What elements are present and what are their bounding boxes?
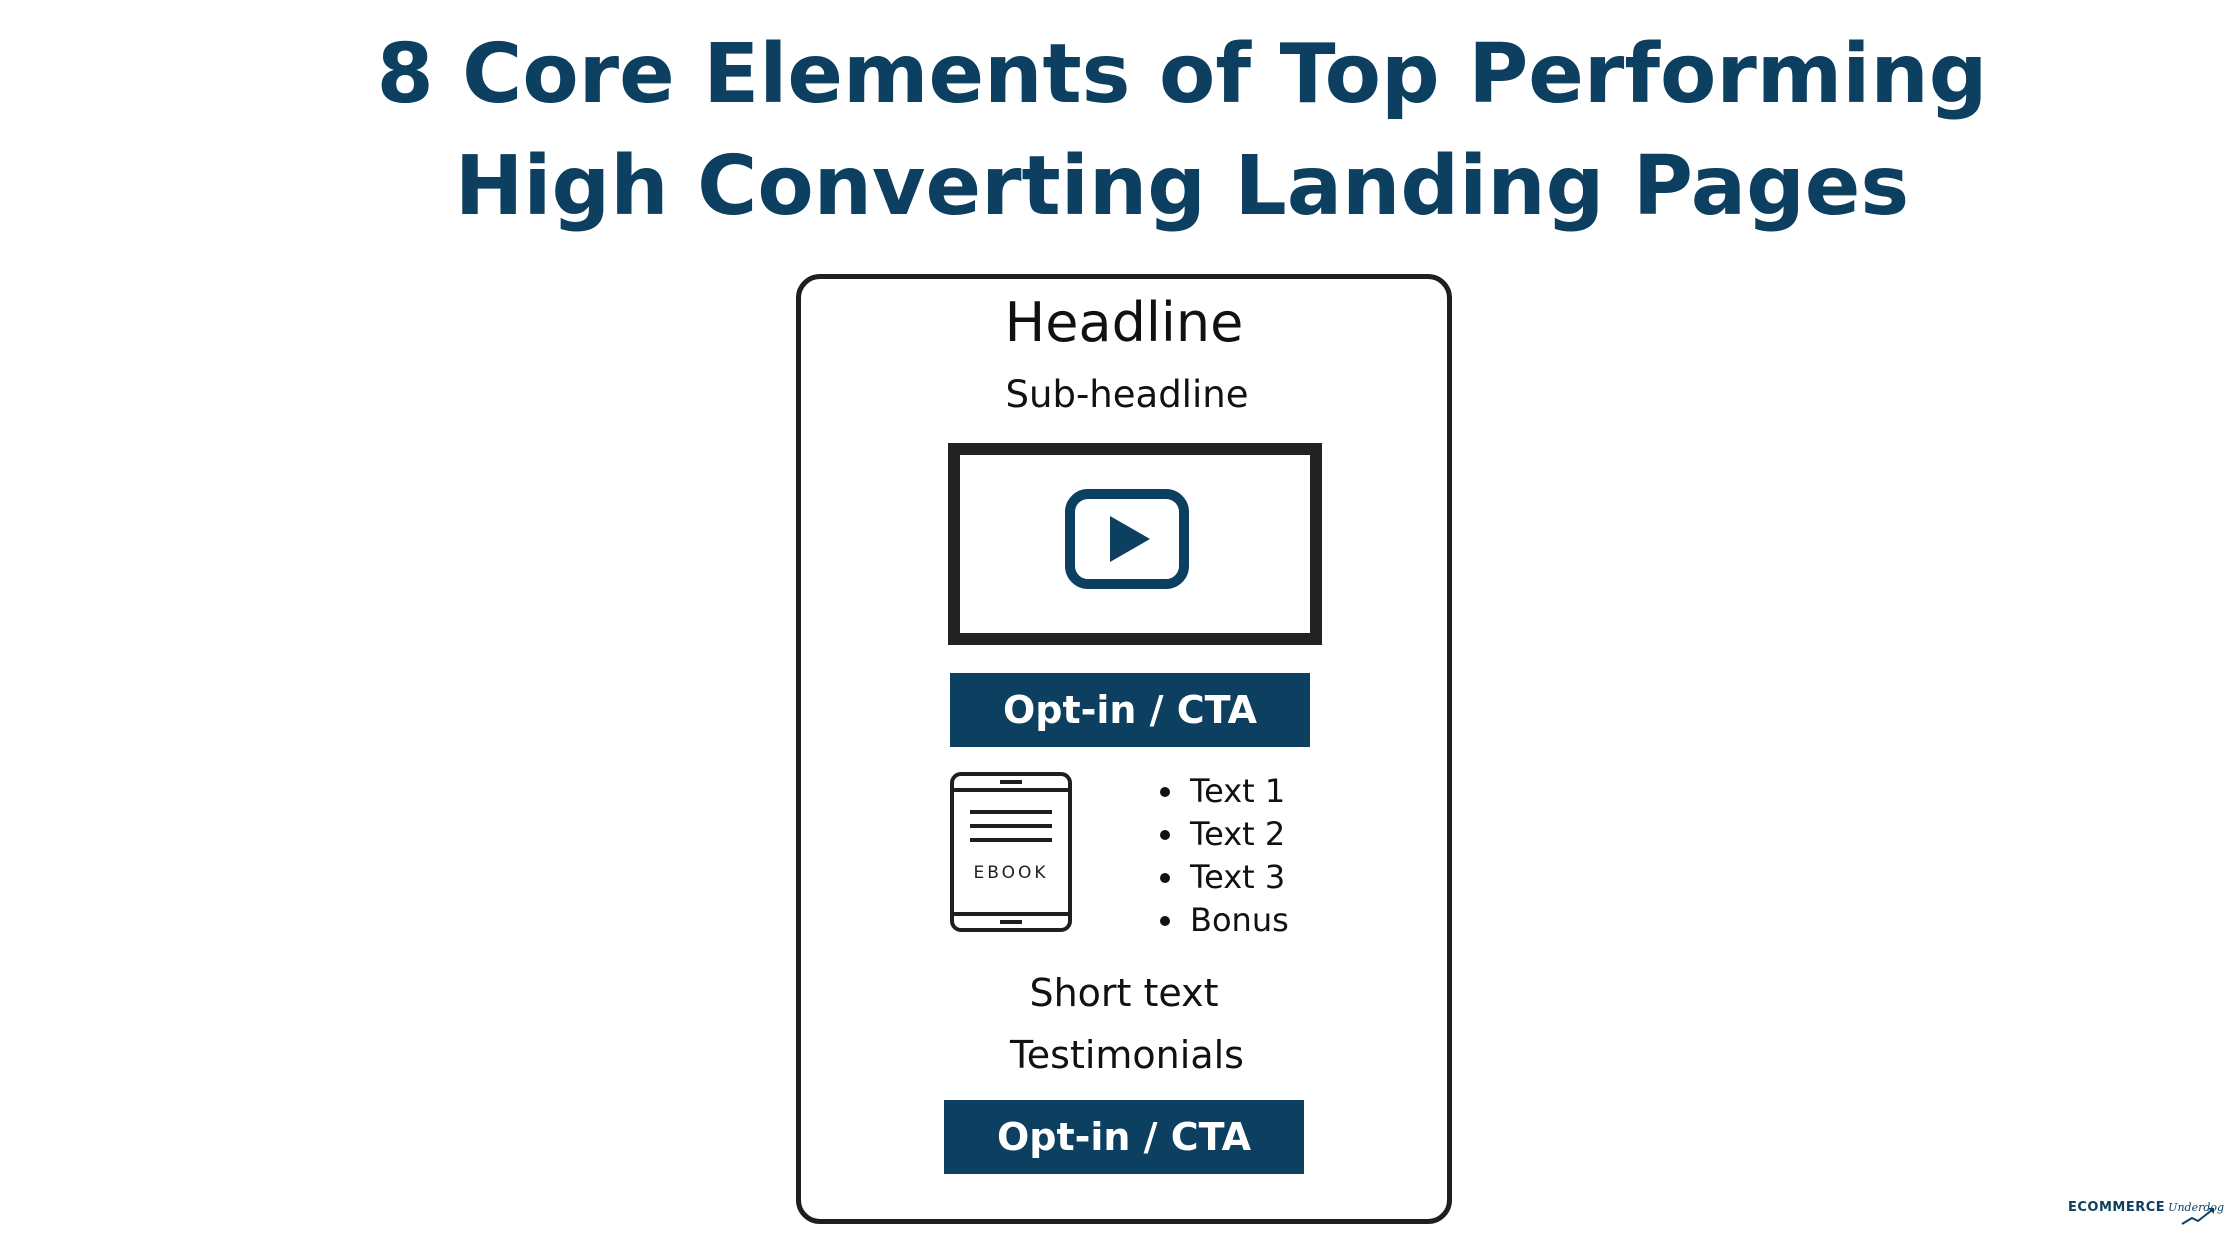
video-placeholder — [948, 443, 1322, 645]
benefit-list: Text 1 Text 2 Text 3 Bonus — [1160, 770, 1289, 942]
short-text-label: Short text — [1029, 971, 1219, 1015]
page-title-line-1: 8 Core Elements of Top Performing — [376, 27, 1988, 122]
list-item: Text 1 — [1160, 770, 1289, 813]
ebook-label: EBOOK — [973, 863, 1048, 883]
subheadline-label: Sub-headline — [1005, 373, 1249, 416]
cta-button-bottom[interactable]: Opt-in / CTA — [944, 1100, 1304, 1174]
play-icon — [1065, 489, 1189, 589]
page-title-line-2: High Converting Landing Pages — [454, 139, 1910, 234]
cta-button-top[interactable]: Opt-in / CTA — [950, 673, 1310, 747]
headline-label: Headline — [1004, 291, 1244, 354]
brand-name: ECOMMERCE — [2068, 1200, 2166, 1215]
ebook-icon: EBOOK — [950, 772, 1072, 932]
trend-arrow-icon — [2181, 1208, 2214, 1225]
testimonials-label: Testimonials — [1010, 1033, 1244, 1077]
list-item: Text 3 — [1160, 856, 1289, 899]
list-item: Text 2 — [1160, 813, 1289, 856]
list-item: Bonus — [1160, 899, 1289, 942]
landing-page-wireframe — [796, 274, 1452, 1224]
